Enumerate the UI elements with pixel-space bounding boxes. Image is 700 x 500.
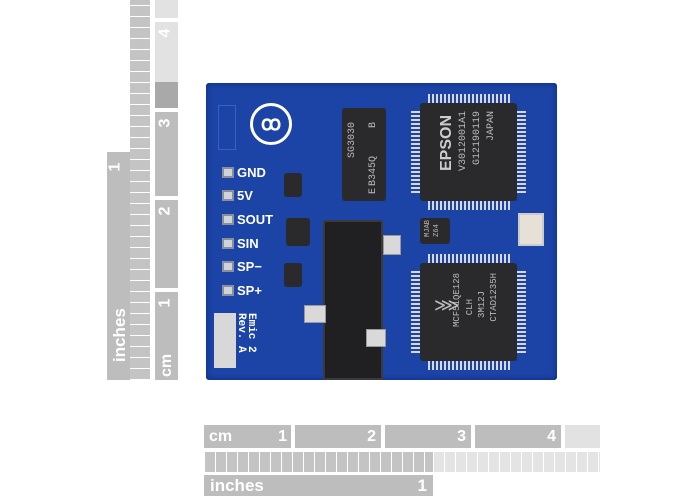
cm-number: 2	[367, 428, 376, 445]
pin-pad[interactable]	[222, 238, 234, 249]
chip-text: G12190119	[472, 111, 483, 166]
inch-ticks-faded	[433, 452, 600, 472]
chip-text: 3M12J	[477, 291, 487, 319]
pin-label: 5V	[237, 188, 253, 203]
cm-segment-1: cm 1	[155, 292, 178, 380]
left-ruler-ticks	[130, 0, 150, 380]
chip-text: CLH	[465, 299, 475, 316]
freescale-logo-icon: ⋙	[434, 297, 460, 317]
transistor	[284, 173, 302, 197]
chip-text: V3012001A1	[458, 111, 469, 172]
cm-segment-4: 4	[475, 425, 561, 448]
ic-pins	[516, 111, 526, 193]
osc-text: B345Q	[368, 156, 379, 187]
chip-text: JAPAN	[486, 111, 497, 142]
cm-segment-shade	[155, 82, 178, 108]
pin-pad[interactable]	[222, 285, 234, 296]
cm-number: 4	[156, 28, 174, 38]
board-name-line: Emic 2	[245, 313, 257, 353]
cm-segment-4: 4	[155, 22, 178, 82]
pin-pad[interactable]	[222, 167, 234, 178]
osc-text: B	[368, 122, 379, 129]
bottom-inch-bar: inches 1	[204, 475, 433, 496]
chip-text: EPSON	[438, 115, 455, 172]
ic-pins	[516, 271, 526, 353]
ic-pins	[428, 94, 510, 104]
audio-jack[interactable]	[323, 220, 383, 380]
cm-segment-5	[565, 425, 600, 448]
transistor	[284, 263, 302, 287]
epson-speech-chip: EPSON V3012001A1 G12190119 JAPAN	[420, 103, 517, 201]
oscillator-module: SG3030 B345Q B E	[342, 108, 386, 201]
parallax-logo: ꝏ	[250, 103, 292, 145]
inch-label: inches	[210, 476, 264, 495]
status-led	[518, 213, 544, 246]
chip-text-line: Z64	[433, 224, 441, 237]
ic-pins	[428, 254, 510, 264]
freescale-mcu: ⋙ MCF51QE128 CLH 3M12J CTAD1235H	[420, 263, 517, 361]
chip-text-line: MJAB	[424, 220, 432, 237]
label-area	[214, 313, 236, 368]
cm-segment-3: 3	[155, 112, 178, 196]
small-ic	[286, 218, 310, 246]
chip-text: CTAD1235H	[489, 273, 499, 322]
cm-number: 1	[156, 298, 174, 308]
osc-text: SG3030	[347, 122, 358, 159]
silkscreen-box	[218, 105, 236, 150]
pin-pad[interactable]	[222, 261, 234, 272]
jack-tab	[383, 235, 401, 255]
cm-number: 2	[156, 206, 174, 216]
pin-pad[interactable]	[222, 190, 234, 201]
cm-number: 3	[457, 428, 466, 445]
inch-number: 1	[106, 162, 124, 172]
chip-text: MCF51QE128	[452, 273, 462, 328]
ic-pins	[411, 271, 421, 353]
pin-label: SP+	[237, 283, 262, 298]
inch-ticks	[204, 452, 433, 472]
cm-number: 1	[278, 428, 287, 445]
cm-segment-3: 3	[385, 425, 471, 448]
cm-segment-1: cm 1	[204, 425, 291, 448]
cm-number: 4	[547, 428, 556, 445]
pin-label: SIN	[237, 236, 259, 251]
pin-pad[interactable]	[222, 214, 234, 225]
ic-pins	[428, 360, 510, 370]
jack-tab	[304, 305, 326, 323]
cm-label: cm	[158, 353, 175, 377]
pin-label: SP−	[237, 259, 262, 274]
pin-label: SOUT	[237, 212, 274, 227]
inch-number: 1	[417, 476, 427, 495]
cm-number: 3	[156, 118, 174, 128]
cm-segment-2: 2	[295, 425, 381, 448]
pin-label: GND	[237, 165, 266, 180]
board-revision: Rev. A	[235, 313, 247, 353]
jack-tab	[366, 329, 386, 347]
ic-pins	[428, 200, 510, 210]
osc-text: E	[368, 188, 379, 195]
inch-label: inches	[110, 308, 129, 362]
cm-segment-2: 2	[155, 200, 178, 288]
cm-label: cm	[209, 428, 233, 445]
ic-pins	[411, 111, 421, 193]
left-inch-bar: inches 1	[106, 152, 130, 380]
cm-segment-5	[155, 0, 178, 18]
